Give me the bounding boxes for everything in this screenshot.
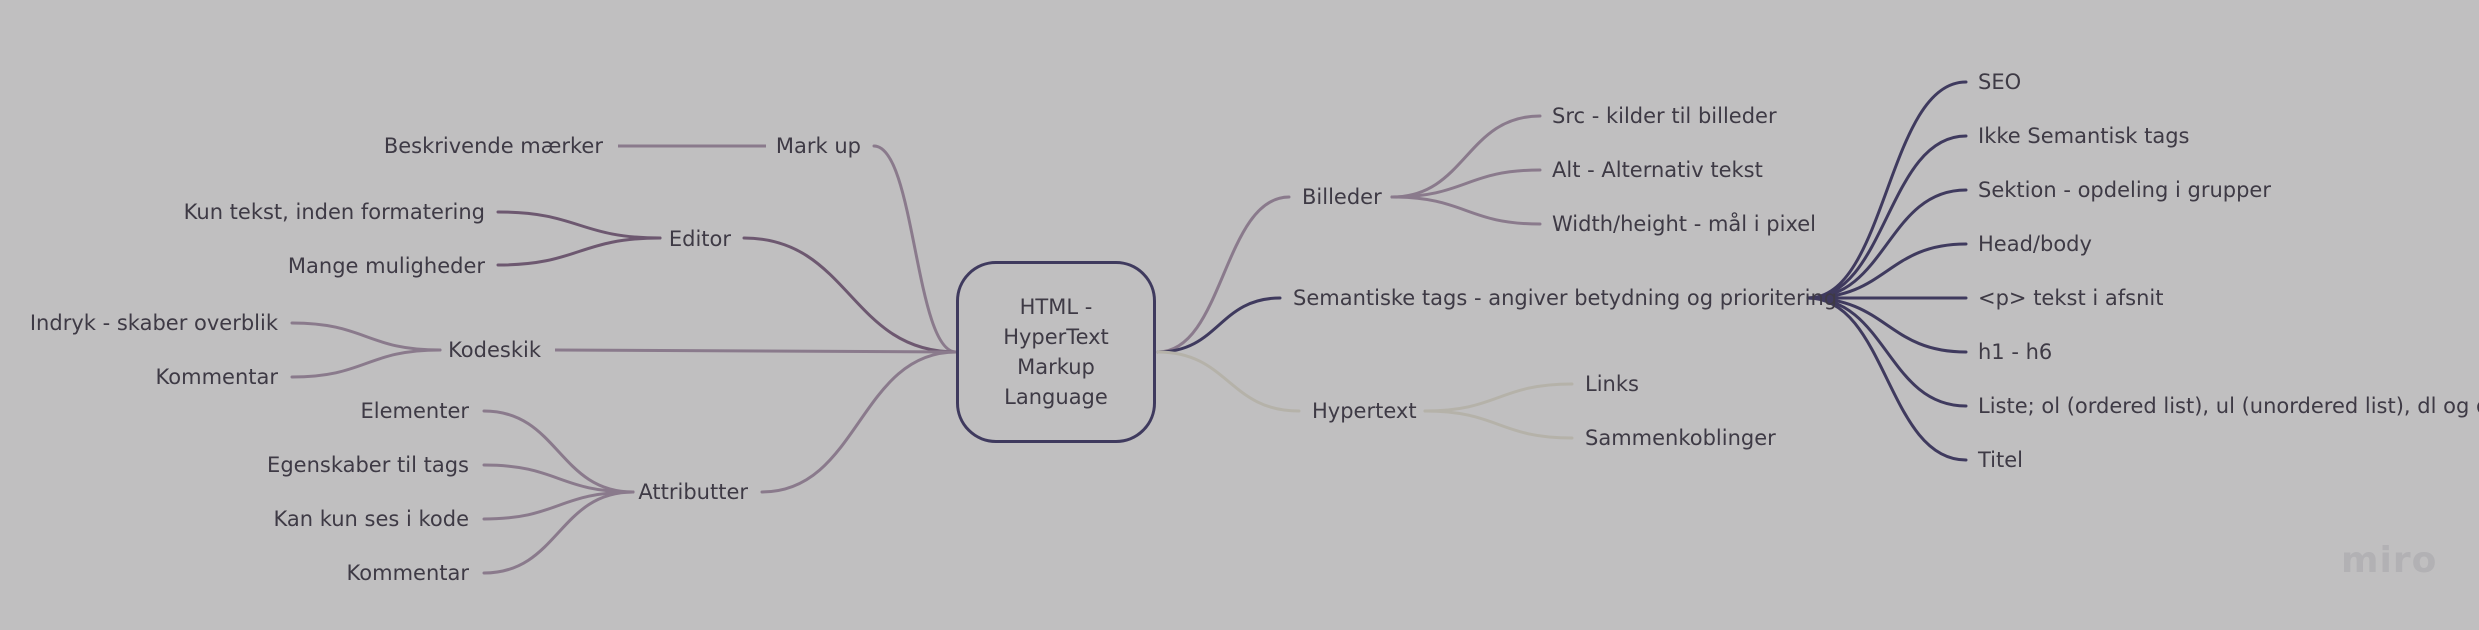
node-sektion[interactable]: Sektion - opdeling i grupper [1978,178,2271,202]
node-mark-up[interactable]: Mark up [775,134,861,158]
connector-semantiske-child [1806,80,1968,300]
connector-mange [496,236,662,267]
connector-alt [1390,168,1542,199]
node-kodeskik[interactable]: Kodeskik [448,338,541,362]
node-ikke-semantisk[interactable]: Ikke Semantisk tags [1978,124,2190,148]
connector-attributter [760,350,958,494]
connector-editor [742,236,958,354]
node-semantiske-tags[interactable]: Semantiske tags - angiver betydning og p… [1293,286,1838,310]
connector-hypertext [1156,350,1301,413]
connector-semantiske-child [1806,188,1968,300]
node-titel[interactable]: Titel [1978,448,2024,472]
connector-kodeskik [554,348,957,354]
node-attributter[interactable]: Attributter [638,480,748,504]
node-elementer[interactable]: Elementer [360,399,470,423]
node-width-height[interactable]: Width/height - mål i pixel [1552,212,1816,236]
connector-links [1423,382,1574,413]
node-egenskaber[interactable]: Egenskaber til tags [267,453,469,477]
node-attributter-kommentar[interactable]: Kommentar [346,561,469,585]
connector-kodeskik-kommentar [290,348,442,379]
connector-semantiske-child [1806,296,1968,408]
connector-src [1390,114,1542,199]
node-alt[interactable]: Alt - Alternativ tekst [1552,158,1763,182]
connector-elementer [482,409,635,494]
node-kan-kun-ses[interactable]: Kan kun ses i kode [273,507,469,531]
connector-semantiske-child [1806,296,1968,462]
node-h1-h6[interactable]: h1 - h6 [1978,340,2053,364]
connector-semantiske-child [1806,296,1968,354]
connector-sammenkoblinger [1423,409,1574,440]
node-hypertext[interactable]: Hypertext [1312,399,1417,423]
connector-semantiske [1156,296,1282,354]
connector-semantiske-child [1806,242,1968,300]
connector-egenskaber [482,463,635,494]
connector-indryk [290,321,442,352]
node-kun-tekst[interactable]: Kun tekst, inden formatering [183,200,485,224]
connector-attributter-kommentar [482,490,635,575]
miro-logo: miro [2341,540,2438,581]
center-node[interactable]: HTML - HyperText Markup Language [956,261,1156,443]
node-beskrivende-maerker[interactable]: Beskrivende mærker [383,134,603,158]
node-indryk[interactable]: Indryk - skaber overblik [29,311,278,335]
connector-mark-up [872,144,958,354]
connector-kun-tekst [496,210,662,240]
node-liste[interactable]: Liste; ol (ordered list), ul (unordered … [1978,394,2479,418]
node-src[interactable]: Src - kilder til billeder [1552,104,1777,128]
connector-kan-kun [482,490,635,521]
connector-width [1390,195,1542,226]
node-mange-muligheder[interactable]: Mange muligheder [287,254,485,278]
node-links[interactable]: Links [1585,372,1639,396]
node-billeder[interactable]: Billeder [1302,185,1382,209]
node-seo[interactable]: SEO [1978,70,2022,94]
node-p-tekst[interactable]: <p> tekst i afsnit [1978,286,2164,310]
connector-billeder [1156,195,1291,354]
center-node-label: HTML - HyperText Markup Language [1003,295,1109,409]
node-kodeskik-kommentar[interactable]: Kommentar [155,365,278,389]
node-editor[interactable]: Editor [668,227,731,251]
node-head-body[interactable]: Head/body [1978,232,2092,256]
node-sammenkoblinger[interactable]: Sammenkoblinger [1585,426,1776,450]
connector-semantiske-child [1806,134,1968,300]
